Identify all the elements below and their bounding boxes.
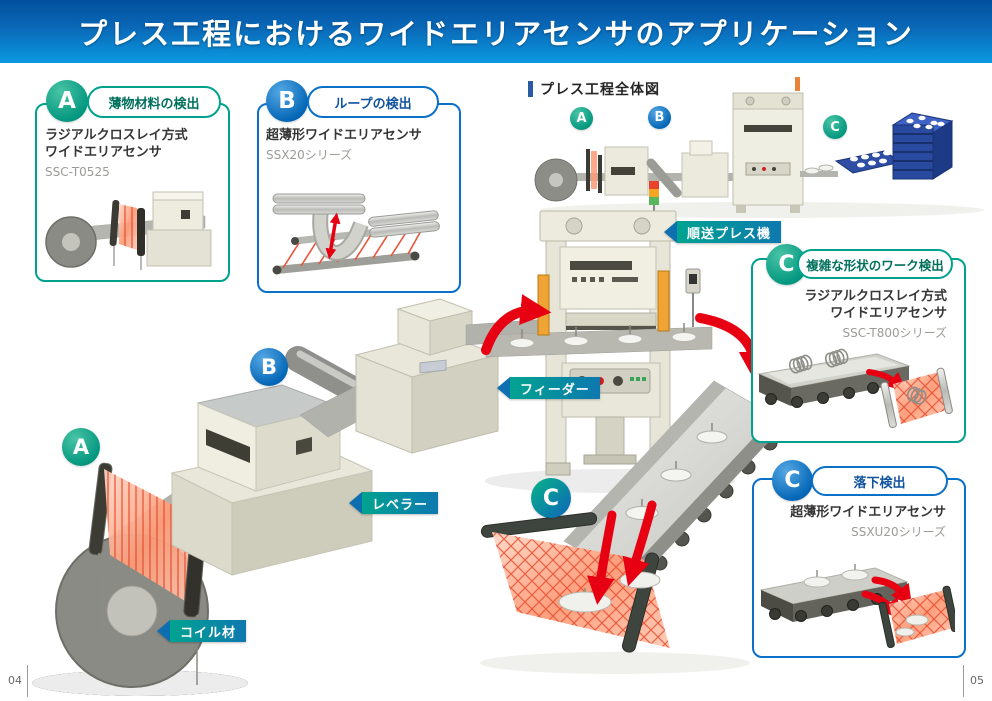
card-b-model: SSX20シリーズ — [266, 148, 353, 162]
press-conveyor-parts — [509, 323, 697, 348]
feeder-label-tag: フィーダー — [497, 377, 600, 399]
coil-label-text: コイル材 — [170, 620, 247, 642]
page-number-left: 04 — [8, 674, 22, 687]
card-complex-workpiece-detection: C 複雑な形状のワーク検出 ラジアルクロスレイ方式 ワイドエリアセンサ SSC-… — [751, 244, 966, 443]
card-thin-material-detection: A 薄物材料の検出 ラジアルクロスレイ方式 ワイドエリアセンサ SSC-T052… — [35, 80, 230, 282]
card-c1-product-line1: ラジアルクロスレイ方式 — [804, 289, 947, 304]
drop-arrow-2 — [622, 500, 657, 587]
card-drop-detection: C 落下検出 超薄形ワイドエリアセンサ SSXU20シリーズ — [752, 460, 966, 658]
card-a-model: SSC-T0525 — [45, 165, 110, 179]
page-header: プレス工程におけるワイドエリアセンサのアプリケーション — [0, 0, 992, 63]
main-marker-b: B — [250, 348, 288, 386]
overview-pallet — [834, 150, 903, 174]
card-c2-title: 落下検出 — [811, 466, 948, 496]
overview-leveler — [604, 146, 649, 196]
card-b-illustration — [272, 193, 440, 275]
press-label-tag: 順送プレス機 — [664, 221, 782, 243]
leveler-machine — [170, 384, 374, 576]
card-c1-title: 複雑な形状のワーク検出 — [797, 249, 953, 279]
press-safety-column-right — [657, 270, 670, 332]
card-c2-model: SSXU20シリーズ — [851, 525, 946, 539]
press-side-sensor — [685, 268, 701, 327]
page-number-right: 05 — [970, 674, 984, 687]
card-c2-product: 超薄形ワイドエリアセンサ SSXU20シリーズ — [760, 504, 946, 541]
main-marker-a: A — [62, 428, 100, 466]
card-c1-model: SSC-T800シリーズ — [842, 326, 947, 340]
press-label-text: 順送プレス機 — [677, 221, 782, 243]
overview-marker-a: A — [570, 107, 593, 130]
card-c1-product-line2: ワイドエリアセンサ — [830, 306, 947, 321]
spring-parts — [788, 348, 849, 374]
card-a-badge: A — [46, 80, 88, 122]
sensor-c-light-curtain — [480, 500, 670, 653]
leveler-label-arrow-icon — [349, 492, 362, 514]
card-a-product: ラジアルクロスレイ方式 ワイドエリアセンサ SSC-T0525 — [45, 127, 188, 181]
card-b-title: ループの検出 — [307, 86, 439, 118]
card-c2-illustration — [759, 564, 955, 649]
overview-header-bar — [528, 81, 533, 97]
overview-roller — [646, 158, 682, 198]
feeder-label-arrow-icon — [497, 377, 510, 399]
press-label-arrow-icon — [664, 221, 677, 243]
coil-label-tag: コイル材 — [157, 620, 247, 642]
card-loop-detection: B ループの検出 超薄形ワイドエリアセンサ SSX20シリーズ — [257, 80, 461, 293]
flow-arrow-feeder-to-press — [481, 294, 552, 355]
card-b-product-line1: 超薄形ワイドエリアセンサ — [266, 128, 422, 143]
overview-feeder — [681, 140, 729, 198]
leveler-label-text: レベラー — [362, 492, 439, 514]
page-title: プレス工程におけるワイドエリアセンサのアプリケーション — [78, 16, 914, 51]
overview-header-title: プレス工程全体図 — [540, 82, 660, 98]
sensor-a-light-curtain — [88, 462, 208, 685]
card-a-title: 薄物材料の検出 — [87, 86, 221, 118]
card-c2-product-line1: 超薄形ワイドエリアセンサ — [790, 505, 946, 520]
coil-label-arrow-icon — [157, 620, 170, 642]
feeder-machine — [354, 298, 500, 454]
leveler-label-tag: レベラー — [349, 492, 439, 514]
drop-arrow-1 — [586, 510, 617, 605]
card-a-illustration — [45, 191, 212, 270]
feeder-label-text: フィーダー — [510, 377, 600, 399]
card-c1-product: ラジアルクロスレイ方式 ワイドエリアセンサ SSC-T800シリーズ — [759, 288, 947, 342]
overview-strip — [560, 173, 738, 181]
overview-diagram — [534, 77, 954, 213]
overview-output-parts — [800, 164, 838, 177]
main-illustration — [32, 77, 984, 696]
overview-stacked-trays — [891, 112, 954, 180]
press-safety-column-left — [537, 274, 550, 336]
card-b-product: 超薄形ワイドエリアセンサ SSX20シリーズ — [266, 127, 422, 164]
overview-marker-c: C — [823, 115, 847, 139]
overview-marker-b: B — [648, 106, 671, 129]
page-divider-right — [963, 665, 964, 697]
card-a-product-line1: ラジアルクロスレイ方式 — [45, 128, 188, 143]
main-marker-c: C — [531, 478, 571, 518]
card-c2-badge: C — [772, 460, 813, 501]
card-c1-illustration — [757, 348, 953, 429]
overview-press — [732, 77, 804, 213]
card-a-product-line2: ワイドエリアセンサ — [45, 145, 162, 160]
overview-header: プレス工程全体図 — [528, 79, 660, 99]
overview-light-curtain — [586, 149, 602, 193]
page-divider-left — [27, 665, 28, 697]
card-b-badge: B — [266, 80, 308, 122]
